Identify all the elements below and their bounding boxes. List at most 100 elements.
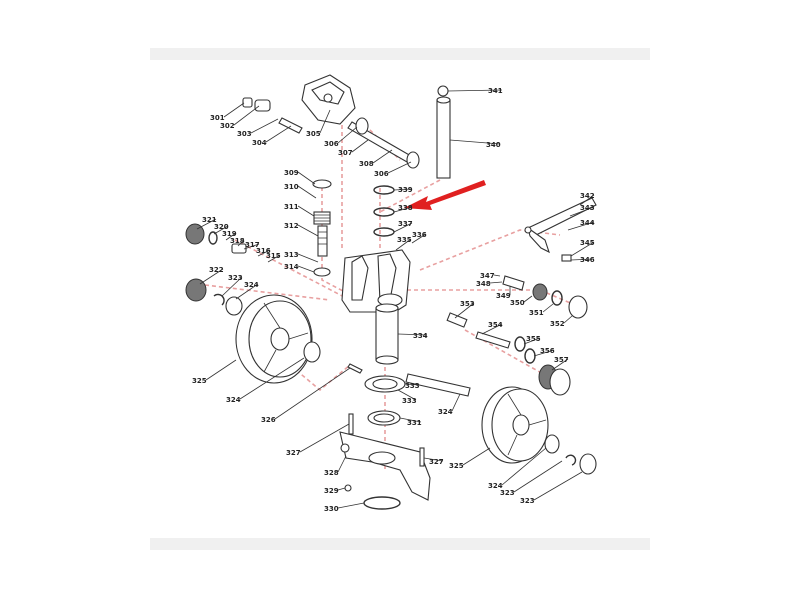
pin-327b [419,447,425,467]
callout-label-p301: 301 [210,114,225,122]
leader-line-p326 [274,367,351,420]
leader-line-p320 [213,225,229,235]
leader-line-p347 [493,274,501,277]
leader-line-p325a [205,359,237,381]
cylinder-334 [375,303,399,365]
callout-label-p346: 346 [580,256,595,264]
callout-label-p357: 357 [554,356,569,364]
callout-label-p325b: 325 [449,462,464,470]
callout-label-p327b: 327 [429,458,444,466]
callout-label-p333a: 333 [405,382,420,390]
callout-label-p308: 308 [359,160,374,168]
leader-line-p307 [351,139,369,153]
callout-label-p316: 316 [256,247,271,255]
callout-label-p349: 349 [496,292,511,300]
wheel-right [481,386,549,464]
pin-326 [347,363,363,374]
leader-line-p324c [451,393,461,412]
callout-label-p343: 343 [580,204,595,212]
leader-line-p317 [243,243,260,250]
leader-line-p343 [569,206,595,217]
callout-label-p319: 319 [222,230,237,238]
leader-line-p341 [447,89,503,92]
leader-line-p331 [399,417,422,423]
leader-line-p309 [297,171,316,185]
race-333 [364,375,406,393]
leader-line-p311 [297,205,315,217]
pin-304 [278,117,303,134]
leader-line-p356 [533,349,555,357]
leader-line-p327a [299,423,350,453]
callout-label-p323b: 323 [500,489,515,497]
leader-line-p340 [449,139,501,145]
callout-label-p350: 350 [510,299,525,307]
callout-label-p334: 334 [413,332,428,340]
callout-label-p344: 344 [580,219,595,227]
leader-line-p308 [372,149,393,164]
leader-line-p355 [523,337,541,345]
clip-323 [213,293,225,306]
spring-311 [313,211,331,225]
leader-line-p346 [570,258,595,261]
callout-label-p304: 304 [252,139,267,147]
callout-label-p321: 321 [202,216,217,224]
leader-line-p323b [513,460,563,493]
callout-label-p309: 309 [284,169,299,177]
leader-line-p319 [225,232,237,241]
leader-line-p324b [239,357,305,400]
leader-line-p327b [423,457,444,462]
leader-line-p328 [337,455,347,473]
pump-body [341,249,411,313]
rod-340 [436,96,451,179]
leader-line-p301 [223,102,245,118]
callout-label-p323c: 323 [520,497,535,505]
callout-label-p315: 315 [266,252,281,260]
callout-label-p324b: 324 [226,396,241,404]
leader-line-p316 [257,249,271,257]
gear-357 [538,364,571,396]
leader-line-p350 [523,295,533,303]
leader-line-p302 [233,105,260,126]
callout-label-p307: 307 [338,149,353,157]
leader-line-p336 [411,233,427,244]
callout-label-p303: 303 [237,130,252,138]
leader-line-p351 [542,303,554,313]
ring-320 [208,231,218,245]
shaft-307 [347,117,420,169]
callout-label-p318: 318 [230,237,245,245]
callout-label-p306a: 306 [324,140,339,148]
leader-line-p306a [337,126,358,144]
leader-line-p324d [501,447,547,486]
cap-323c [579,453,597,475]
leader-line-p353 [454,302,475,319]
screw-329 [344,484,352,492]
callout-label-p327a: 327 [286,449,301,457]
leader-line-p305 [319,109,331,134]
leader-line-p304 [265,125,292,143]
leader-line-p323a [221,276,243,297]
leader-line-p315 [267,254,281,263]
callout-label-p323a: 323 [228,274,243,282]
bushing-302 [254,99,271,112]
callout-label-p352: 352 [550,320,565,328]
cap-322 [185,278,207,302]
callout-label-p331: 331 [407,419,422,427]
leader-line-p339 [393,188,413,191]
bearing-324 [225,296,243,316]
leader-line-p357 [551,358,569,371]
callout-label-p311: 311 [284,203,299,211]
leader-line-p333a [404,383,420,386]
bearing-331 [367,410,401,426]
callout-label-p322: 322 [209,266,224,274]
callout-label-p354: 354 [488,321,503,329]
valve-349 [502,275,525,291]
callout-label-p348: 348 [476,280,491,288]
callout-label-p333b: 333 [402,397,417,405]
leader-line-p337 [393,222,413,233]
leader-line-p322 [199,268,224,285]
axle-324c [405,373,471,397]
leader-line-p354 [481,323,503,335]
callout-label-p339: 339 [398,186,413,194]
leader-line-p338 [393,206,413,213]
